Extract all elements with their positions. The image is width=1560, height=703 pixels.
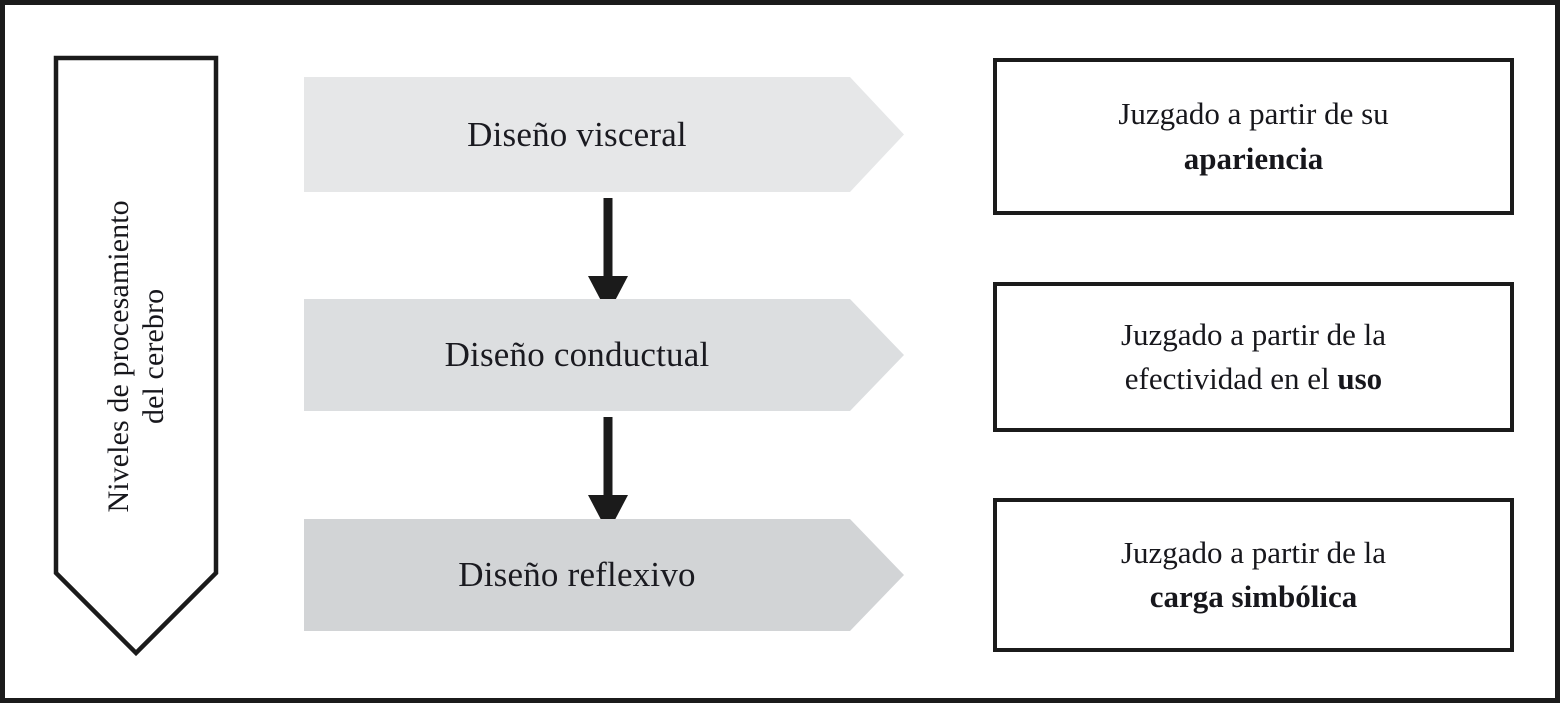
flow-arrow-conductual: Diseño conductual [304, 299, 904, 411]
levels-arrow-text-wrapper: Niveles de procesamiento del cerebro [53, 55, 219, 658]
levels-of-processing-arrow: Niveles de procesamiento del cerebro [53, 55, 219, 658]
connector-arrow-visceral-to-conductual [583, 198, 633, 314]
down-arrow-icon [588, 417, 628, 533]
description-box-conductual-text: Juzgado a partir de la efectividad en el… [1107, 313, 1400, 401]
description-box-conductual: Juzgado a partir de la efectividad en el… [993, 282, 1514, 432]
description-box-reflexivo: Juzgado a partir de la carga simbólica [993, 498, 1514, 652]
levels-arrow-label-line-2: del cerebro [137, 288, 171, 425]
description-line-2-bold: apariencia [1183, 140, 1324, 176]
flow-arrow-visceral-shape [304, 77, 904, 192]
levels-arrow-shape [53, 55, 219, 657]
flow-arrow-reflexivo: Diseño reflexivo [304, 519, 904, 631]
flow-arrow-reflexivo-shape [304, 519, 904, 631]
flow-arrow-conductual-label: Diseño conductual [444, 335, 710, 374]
flow-arrow-visceral-label: Diseño visceral [467, 114, 687, 154]
connector-arrow-conductual-to-reflexivo [583, 417, 633, 533]
description-line-1: Juzgado a partir de la [1120, 534, 1387, 570]
description-line-2-bold: carga simbólica [1149, 579, 1358, 614]
flow-arrow-conductual-shape [304, 299, 904, 411]
description-box-reflexivo-text: Juzgado a partir de la carga simbólica [1107, 531, 1400, 619]
flow-arrow-reflexivo-label: Diseño reflexivo [458, 555, 696, 594]
description-line-1: Juzgado a partir de la [1120, 316, 1387, 352]
description-line-1: Juzgado a partir de su [1118, 96, 1389, 132]
flow-arrow-visceral: Diseño visceral [304, 77, 904, 192]
down-arrow-icon [588, 198, 628, 314]
levels-arrow-label: Niveles de procesamiento del cerebro [101, 200, 172, 512]
description-box-visceral-text: Juzgado a partir de su apariencia [1104, 92, 1402, 180]
description-box-visceral: Juzgado a partir de su apariencia [993, 58, 1514, 215]
description-line-2-bold: uso [1337, 361, 1383, 396]
levels-arrow-label-line-1: Niveles de procesamiento [101, 200, 135, 513]
description-line-2-prefix: efectividad en el [1124, 361, 1338, 396]
